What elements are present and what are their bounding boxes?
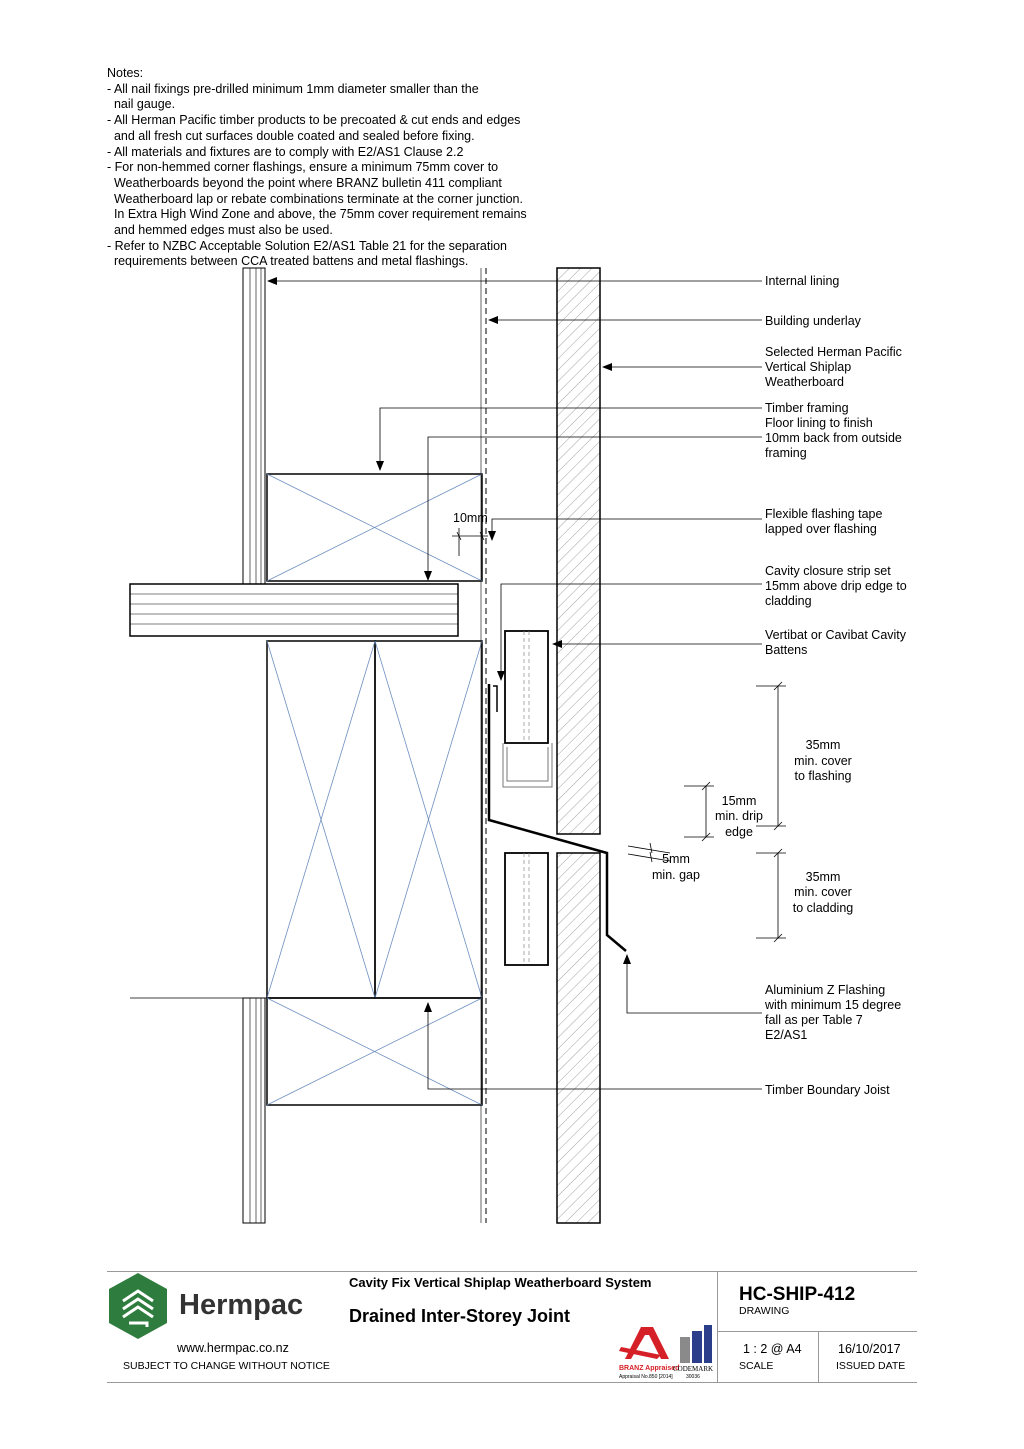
label-timber-framing-4: framing bbox=[765, 446, 807, 460]
weatherboard-upper bbox=[556, 267, 601, 835]
note-line: Weatherboard lap or rebate combinations … bbox=[107, 191, 523, 206]
label-z-flashing-4: E2/AS1 bbox=[765, 1028, 807, 1042]
note-line: In Extra High Wind Zone and above, the 7… bbox=[107, 207, 527, 222]
dim-gap-label-2: min. gap bbox=[652, 868, 700, 882]
notes-block: Notes:- All nail fixings pre-drilled min… bbox=[107, 66, 587, 270]
drawing-label: DRAWING bbox=[739, 1305, 790, 1317]
dim-gap bbox=[627, 842, 671, 863]
label-z-flashing-3: fall as per Table 7 bbox=[765, 1013, 863, 1027]
label-z-flashing-2: with minimum 15 degree bbox=[764, 998, 901, 1012]
weatherboard-lower bbox=[556, 852, 601, 1224]
cavity-batten-lower bbox=[504, 852, 549, 966]
issued-date-label: ISSUED DATE bbox=[836, 1360, 906, 1372]
note-line: - All materials and fixtures are to comp… bbox=[107, 144, 464, 159]
boundary-joist bbox=[266, 640, 483, 999]
label-flashing-tape-2: lapped over flashing bbox=[765, 522, 877, 536]
note-line: - Refer to NZBC Acceptable Solution E2/A… bbox=[107, 238, 507, 253]
label-weatherboard-2: Vertical Shiplap bbox=[765, 360, 851, 374]
label-weatherboard-3: Weatherboard bbox=[765, 375, 844, 389]
title-block: Hermpac www.hermpac.co.nz SUBJECT TO CHA… bbox=[107, 1271, 917, 1383]
system-name: Cavity Fix Vertical Shiplap Weatherboard… bbox=[349, 1275, 652, 1290]
label-battens-2: Battens bbox=[765, 643, 807, 657]
label-z-flashing-1: Aluminium Z Flashing bbox=[765, 983, 885, 997]
section-drawing: 10mm 35mm min. cover to flashing 15mm mi… bbox=[129, 267, 907, 1224]
note-line: - All Herman Pacific timber products to … bbox=[107, 113, 521, 128]
dim-cover-cladding-label-2: min. cover bbox=[794, 885, 852, 899]
dim-cover-flashing-label-2: min. cover bbox=[794, 754, 852, 768]
codemark-text: CODEMARK bbox=[673, 1365, 714, 1373]
note-line: and all fresh cut surfaces double coated… bbox=[107, 128, 475, 143]
codemark-no: 30036 bbox=[686, 1374, 700, 1380]
label-cavity-closure-1: Cavity closure strip set bbox=[765, 564, 891, 578]
label-battens-1: Vertibat or Cavibat Cavity bbox=[765, 628, 907, 642]
dim-drip-edge-label-1: 15mm bbox=[722, 794, 757, 808]
label-flashing-tape-1: Flexible flashing tape bbox=[765, 507, 882, 521]
label-weatherboard-1: Selected Herman Pacific bbox=[765, 345, 902, 359]
floor-lining bbox=[129, 583, 459, 637]
note-line: requirements between CCA treated battens… bbox=[107, 254, 469, 269]
notes-heading: Notes: bbox=[107, 66, 144, 80]
branz-logo bbox=[619, 1327, 669, 1359]
label-internal-lining: Internal lining bbox=[765, 274, 839, 288]
dim-cover-flashing bbox=[756, 681, 786, 831]
note-line: Weatherboards beyond the point where BRA… bbox=[107, 175, 502, 190]
dim-drip-edge-label-2: min. drip bbox=[715, 809, 763, 823]
label-timber-framing-2: Floor lining to finish bbox=[765, 416, 873, 430]
company-name: Hermpac bbox=[179, 1289, 304, 1321]
internal-lining-lower bbox=[242, 997, 266, 1224]
dim-cover-flashing-label-3: to flashing bbox=[795, 769, 852, 783]
drawing-title: Drained Inter-Storey Joint bbox=[349, 1306, 571, 1326]
dim-cover-cladding-label-3: to cladding bbox=[793, 901, 854, 915]
branz-appraisal-no: Appraisal No.850 [2014] bbox=[619, 1374, 673, 1380]
dim-cover-flashing-label-1: 35mm bbox=[806, 738, 841, 752]
disclaimer: SUBJECT TO CHANGE WITHOUT NOTICE bbox=[123, 1360, 330, 1372]
dim-drip-edge bbox=[684, 781, 714, 842]
label-cavity-closure-3: cladding bbox=[765, 594, 812, 608]
branz-text: BRANZ Appraised bbox=[619, 1365, 680, 1372]
label-timber-framing-1: Timber framing bbox=[765, 401, 849, 415]
hermpac-logo bbox=[109, 1273, 167, 1339]
building-underlay bbox=[480, 268, 487, 1223]
cavity-batten-upper bbox=[504, 630, 549, 744]
label-building-underlay: Building underlay bbox=[765, 314, 862, 328]
bottom-plate bbox=[266, 997, 483, 1106]
z-flashing bbox=[487, 684, 627, 952]
website: www.hermpac.co.nz bbox=[177, 1341, 289, 1355]
note-line: - For non-hemmed corner flashings, ensur… bbox=[107, 160, 499, 175]
codemark-logo bbox=[680, 1325, 712, 1363]
label-timber-framing-3: 10mm back from outside bbox=[765, 431, 902, 445]
leader-lines bbox=[267, 277, 762, 1090]
dim-cover-cladding-label-1: 35mm bbox=[806, 870, 841, 884]
dim-10mm bbox=[452, 528, 488, 556]
issued-date: 16/10/2017 bbox=[838, 1342, 901, 1356]
scale-value: 1 : 2 @ A4 bbox=[743, 1342, 802, 1356]
note-line: nail gauge. bbox=[107, 97, 176, 112]
dim-gap-label-1: 5mm bbox=[662, 852, 690, 866]
top-plate bbox=[266, 473, 483, 582]
label-boundary-joist: Timber Boundary Joist bbox=[765, 1083, 890, 1097]
dim-cover-cladding bbox=[756, 848, 786, 943]
internal-lining-upper bbox=[242, 267, 266, 585]
label-cavity-closure-2: 15mm above drip edge to bbox=[765, 579, 907, 593]
dim-drip-edge-label-3: edge bbox=[725, 825, 753, 839]
cavity-closure-strip bbox=[502, 743, 553, 788]
note-line: and hemmed edges must also be used. bbox=[107, 223, 333, 238]
drawing-number: HC-SHIP-412 bbox=[739, 1284, 856, 1305]
scale-label: SCALE bbox=[739, 1360, 774, 1372]
note-line: - All nail fixings pre-drilled minimum 1… bbox=[107, 81, 479, 96]
dim-10mm-label: 10mm bbox=[453, 511, 488, 525]
